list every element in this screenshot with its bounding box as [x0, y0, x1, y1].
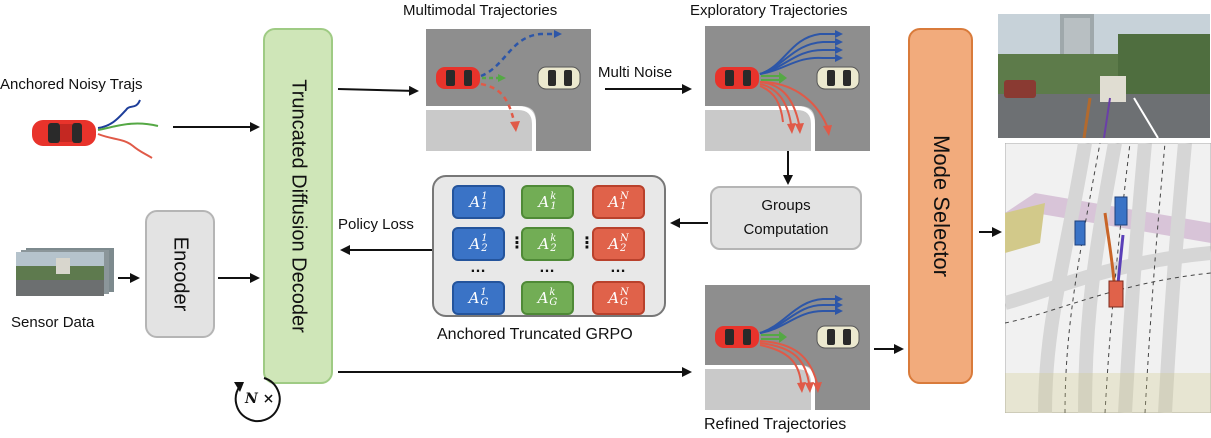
- encoder-label: Encoder: [169, 236, 192, 312]
- red-car-icon: [715, 326, 759, 348]
- arrow-decoder-to-multimodal: [337, 85, 419, 96]
- vertical-ellipsis: ⋮: [579, 235, 596, 252]
- red-car-icon: [715, 67, 759, 89]
- policy-loss-label: Policy Loss: [338, 216, 414, 233]
- mode-selector-block: Mode Selector: [908, 28, 973, 384]
- loop-label: N ×: [245, 391, 275, 407]
- decoder-label: Truncated Diffusion Decoder: [287, 79, 310, 333]
- noisy-trajs-image: [32, 99, 159, 159]
- multimodal-label: Multimodal Trajectories: [403, 2, 558, 19]
- horizontal-ellipsis: …: [470, 259, 487, 276]
- bev-map-image: [1005, 143, 1211, 413]
- cream-car-icon: [816, 66, 860, 90]
- exploratory-scene-image: [705, 26, 870, 151]
- horizontal-ellipsis: …: [610, 259, 627, 276]
- loop-arrow-icon: [234, 377, 281, 423]
- encoder-block: Encoder: [145, 210, 215, 338]
- sensor-data-image: [16, 248, 116, 296]
- cream-car-icon: [816, 325, 860, 349]
- horizontal-ellipsis: …: [539, 259, 556, 276]
- exploratory-label: Exploratory Trajectories: [690, 2, 848, 19]
- mode-selector-label: Mode Selector: [928, 135, 954, 277]
- refined-label: Refined Trajectories: [704, 416, 847, 433]
- sensor-data-label: Sensor Data: [11, 314, 95, 331]
- vertical-ellipsis: ⋮: [509, 235, 526, 252]
- multimodal-scene-image: [426, 26, 591, 151]
- groups-computation-block: Groups Computation: [710, 186, 862, 250]
- multi-noise-label: Multi Noise: [598, 64, 673, 81]
- grpo-label: Anchored Truncated GRPO: [437, 326, 633, 343]
- anchored-noisy-label: Anchored Noisy Trajs: [0, 76, 143, 93]
- red-car-icon: [436, 67, 480, 89]
- cream-car-icon: [537, 66, 581, 90]
- refined-scene-image: [705, 285, 870, 410]
- decoder-block: Truncated Diffusion Decoder: [263, 28, 333, 384]
- camera-image: [998, 14, 1210, 138]
- red-car-icon: [32, 120, 96, 146]
